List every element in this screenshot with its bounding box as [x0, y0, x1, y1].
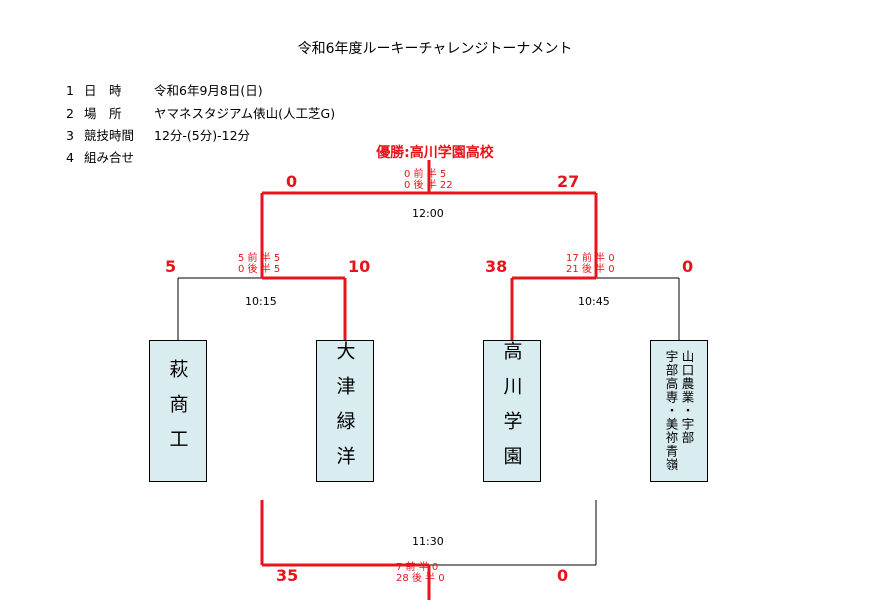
semi1-second-half: 0 後 半 5: [238, 264, 281, 275]
semi1-first-half: 5 前 半 5: [238, 253, 281, 264]
third-left-score: 35: [276, 566, 299, 585]
team-name-hagi-shoko: 萩商工: [166, 358, 189, 464]
team-joint-col1: 山口農業・宇部: [679, 350, 695, 445]
third-first-half: 7 前 半 0: [396, 562, 439, 573]
winner-label: 優勝:高川学園高校: [376, 145, 494, 161]
third-second-half: 28 後 半 0: [396, 573, 445, 584]
final-left-score: 0: [286, 172, 298, 191]
team-box-hagi-shoko: 萩商工: [149, 340, 207, 482]
semi1-left-score: 5: [165, 257, 177, 276]
semi1-time: 10:15: [245, 295, 277, 308]
team-box-joint: 山口農業・宇部 宇部高専・美祢青嶺: [650, 340, 708, 482]
semi1-right-score: 10: [348, 257, 371, 276]
team-name-otsu-ryokuyo: 大津緑洋: [333, 341, 356, 481]
team-name-joint: 山口農業・宇部 宇部高専・美祢青嶺: [663, 350, 695, 472]
page-title: 令和6年度ルーキーチャレンジトーナメント: [297, 41, 573, 57]
semi2-time: 10:45: [578, 295, 610, 308]
semi2-left-score: 38: [485, 257, 508, 276]
final-first-half: 0 前 半 5: [404, 169, 447, 180]
team-box-takagawa-gakuen: 高川学園: [483, 340, 541, 482]
third-time: 11:30: [412, 535, 444, 548]
final-right-score: 27: [557, 172, 580, 191]
team-joint-col2: 宇部高専・美祢青嶺: [663, 350, 679, 472]
semi2-right-score: 0: [682, 257, 694, 276]
third-right-score: 0: [557, 566, 569, 585]
final-time: 12:00: [412, 207, 444, 220]
semi2-second-half: 21 後 半 0: [566, 264, 615, 275]
team-name-takagawa-gakuen: 高川学園: [500, 341, 523, 481]
team-box-otsu-ryokuyo: 大津緑洋: [316, 340, 374, 482]
final-second-half: 0 後 半 22: [404, 180, 453, 191]
semi2-first-half: 17 前 半 0: [566, 253, 615, 264]
